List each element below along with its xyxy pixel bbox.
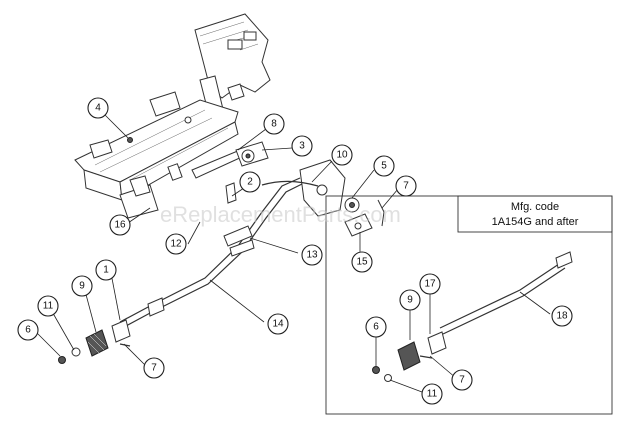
svg-text:3: 3 [299,141,305,152]
svg-text:6: 6 [373,322,379,333]
callout-1: 1 [95,259,117,281]
svg-text:9: 9 [79,281,85,292]
callout-18: 18 [551,305,573,327]
control-rod [119,177,303,328]
svg-text:1: 1 [103,265,109,276]
callout-6-left: 6 [17,319,39,341]
svg-text:8: 8 [271,119,277,130]
inset-title-line2: 1A154G and after [492,216,579,228]
svg-text:16: 16 [114,220,126,231]
frame-assembly [74,13,271,219]
svg-text:15: 15 [356,257,368,268]
svg-text:13: 13 [306,250,318,261]
linkage-arm [191,141,269,204]
svg-text:7: 7 [459,375,465,386]
callout-11-left: 11 [37,295,59,317]
svg-text:7: 7 [151,363,157,374]
callout-14: 14 [267,313,289,335]
callout-8: 8 [263,113,285,135]
svg-text:10: 10 [336,150,348,161]
svg-text:14: 14 [272,319,284,330]
callout-7-left: 7 [143,357,165,379]
svg-text:12: 12 [170,239,182,250]
svg-text:2: 2 [247,177,253,188]
callout-6-inset: 6 [365,316,387,338]
callout-2: 2 [239,171,261,193]
svg-text:5: 5 [381,161,387,172]
inset-title-line1: Mfg. code [511,201,559,213]
callout-7-inset: 7 [451,369,473,391]
watermark-text: eReplacementParts.com [160,202,401,227]
callout-16: 16 [109,214,131,236]
svg-text:4: 4 [95,103,101,114]
callout-4: 4 [87,97,109,119]
callout-5: 5 [373,155,395,177]
svg-text:7: 7 [403,181,409,192]
callout-9-inset: 9 [399,289,421,311]
brake-bracket [261,159,385,237]
callout-13: 13 [301,244,323,266]
callout-10: 10 [331,144,353,166]
callout-9-left: 9 [71,275,93,297]
svg-text:11: 11 [427,389,438,400]
callout-3: 3 [291,135,313,157]
callout-7-top: 7 [395,175,417,197]
callout-12: 12 [165,233,187,255]
callout-17: 17 [419,273,441,295]
callout-11-inset: 11 [421,383,443,405]
svg-text:6: 6 [25,325,31,336]
svg-text:11: 11 [43,301,54,312]
svg-text:17: 17 [424,279,436,290]
callouts: 4 8 3 10 5 7 2 16 12 13 15 1 9 11 14 6 7… [17,97,573,405]
svg-text:18: 18 [556,311,568,322]
inset-panel: Mfg. code 1A154G and after [325,195,613,415]
svg-text:9: 9 [407,295,413,306]
callout-15: 15 [351,251,373,273]
